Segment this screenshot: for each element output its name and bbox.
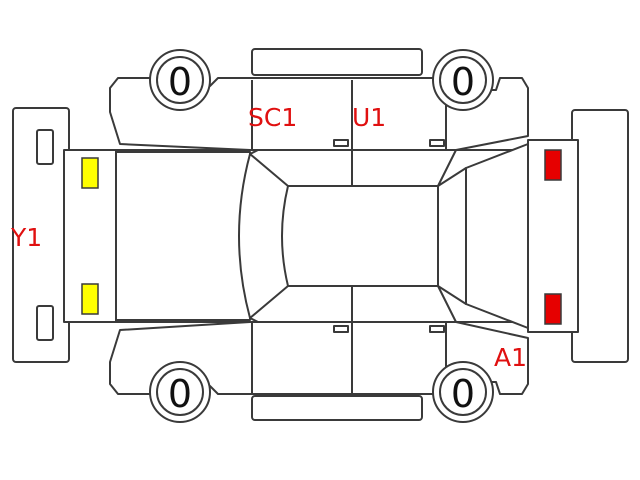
wheel-front-right: 0 <box>149 361 211 423</box>
damage-code-a1: A1 <box>494 343 527 372</box>
right-rear-door-handle <box>429 325 445 333</box>
wheel-rear-left: 0 <box>432 49 494 111</box>
wheel-rear-right: 0 <box>432 361 494 423</box>
taillight-right <box>544 293 562 325</box>
left-side-sill <box>251 48 423 76</box>
damage-code-sc1: SC1 <box>248 103 297 132</box>
rear-glass <box>437 167 467 305</box>
right-front-door-handle <box>333 325 349 333</box>
windshield <box>238 153 289 319</box>
tyre-rear-right-reading: 0 <box>451 372 475 416</box>
tyre-front-left-reading: 0 <box>168 60 192 104</box>
tyre-front-right-reading: 0 <box>168 372 192 416</box>
rear-bumper <box>571 109 629 363</box>
taillight-left <box>544 149 562 181</box>
damage-code-y1: Y1 <box>10 223 42 252</box>
top-view-body <box>63 139 579 333</box>
left-front-door-handle <box>333 139 349 147</box>
right-side-sill <box>251 395 423 421</box>
headlight-left <box>81 157 99 189</box>
left-rear-door-handle <box>429 139 445 147</box>
hood <box>115 151 251 321</box>
damage-code-u1: U1 <box>352 103 386 132</box>
headlight-right <box>81 283 99 315</box>
tyre-rear-left-reading: 0 <box>451 60 475 104</box>
trunk-lid <box>465 143 529 329</box>
front-bumper-slot-top <box>36 129 54 165</box>
wheel-front-left: 0 <box>149 49 211 111</box>
roof <box>281 185 439 287</box>
front-bumper-slot-bottom <box>36 305 54 341</box>
